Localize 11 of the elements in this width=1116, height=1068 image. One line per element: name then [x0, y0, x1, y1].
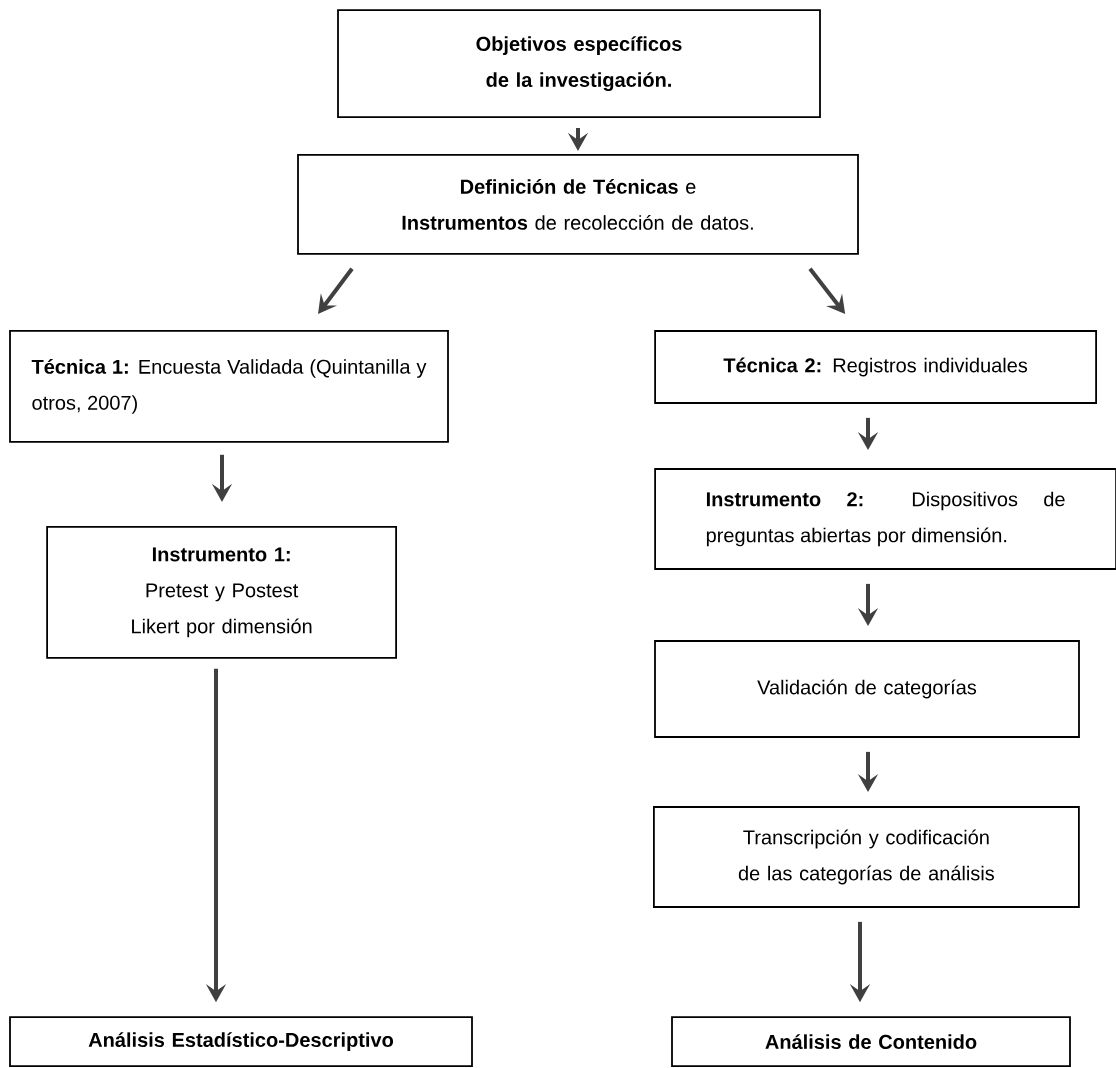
process-box: Instrumento 1: Pretest y Postest Likert por dimensión [46, 526, 397, 659]
process-box: Validación de categorías [654, 640, 1080, 738]
process-box: Análisis de Contenido [671, 1016, 1071, 1067]
arrow [318, 267, 354, 314]
process-box: Técnica 2: Registros individuales [654, 330, 1097, 404]
process-box: Análisis Estadístico-Descriptivo [9, 1016, 473, 1067]
process-box: Instrumento 2: Dispositivos de preguntas abiertas por dimensión. [654, 468, 1116, 570]
process-box: Objetivos específicos de la investigación. [337, 9, 821, 118]
process-box: Definición de Técnicas e Instrumentos de recolección de datos. [297, 154, 859, 255]
process-box: Transcripción y codificación de las categorías de análisis [653, 806, 1080, 908]
process-box: Técnica 1: Encuesta Validada (Quintanilla y otros, 2007) [9, 330, 449, 443]
